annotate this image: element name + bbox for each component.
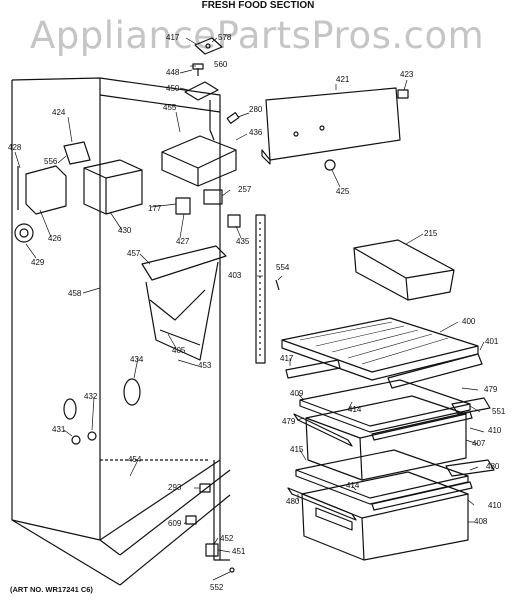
art-number: (ART NO. WR17241 C6) — [10, 585, 93, 594]
shelf-ladder — [255, 214, 280, 364]
callout-554: 554 — [276, 263, 290, 272]
callout-480-right: 480 — [486, 462, 500, 471]
callout-430: 430 — [118, 226, 132, 235]
callout-431: 431 — [52, 425, 66, 434]
callout-609: 609 — [168, 519, 182, 528]
storage-pan — [353, 239, 455, 301]
callout-410-upper: 410 — [488, 426, 502, 435]
callout-428: 428 — [8, 143, 22, 152]
dairy-compartment — [141, 245, 227, 361]
callout-293: 293 — [168, 483, 182, 492]
callout-427: 427 — [176, 237, 190, 246]
callout-556: 556 — [44, 157, 58, 166]
upper-crisper-drawer — [305, 395, 467, 481]
cabinet-liner — [11, 77, 231, 586]
callout-426: 426 — [48, 234, 62, 243]
callout-479-left: 479 — [282, 417, 296, 426]
watermark: AppliancePartsPros.com — [30, 14, 485, 57]
callout-405: 405 — [172, 346, 186, 355]
callout-424: 424 — [52, 108, 66, 117]
callout-479-right: 479 — [484, 385, 498, 394]
callout-457: 457 — [127, 249, 141, 258]
lower-crisper-cover — [287, 449, 495, 521]
callout-414-upper: 414 — [348, 405, 362, 414]
crisper-cover — [293, 379, 491, 447]
callout-415: 415 — [290, 445, 304, 454]
callout-410-lower: 410 — [488, 501, 502, 510]
callout-453: 453 — [198, 361, 212, 370]
callout-578: 578 — [218, 33, 232, 42]
damper-control — [83, 159, 241, 228]
callout-436: 436 — [249, 128, 263, 137]
callout-551: 551 — [492, 407, 506, 416]
light-socket — [14, 141, 91, 243]
top-hinge-assembly — [184, 37, 223, 101]
callout-403: 403 — [228, 271, 242, 280]
callout-435: 435 — [236, 237, 250, 246]
small-hardware — [63, 378, 235, 573]
callout-432: 432 — [84, 392, 98, 401]
control-panel — [261, 87, 409, 171]
callout-429: 429 — [31, 258, 45, 267]
callout-454: 454 — [128, 455, 142, 464]
callout-407: 407 — [472, 439, 486, 448]
wire-shelf — [281, 317, 483, 389]
callout-280: 280 — [249, 105, 263, 114]
callout-448: 448 — [166, 68, 180, 77]
leader-lines — [14, 37, 485, 581]
callout-450: 450 — [166, 84, 180, 93]
callout-408: 408 — [474, 517, 488, 526]
callout-455: 455 — [163, 103, 177, 112]
callout-400: 400 — [462, 317, 476, 326]
callout-434: 434 — [130, 355, 144, 364]
control-housing — [161, 112, 240, 187]
callout-421: 421 — [336, 75, 350, 84]
callout-417-shelf: 417 — [280, 354, 294, 363]
callout-215: 215 — [424, 229, 438, 238]
callout-417-top: 417 — [166, 33, 180, 42]
callout-177: 177 — [148, 204, 162, 213]
callout-480-left: 480 — [286, 497, 300, 506]
callout-452: 452 — [220, 534, 234, 543]
callout-401: 401 — [485, 337, 499, 346]
callout-414-lower: 414 — [346, 481, 360, 490]
callout-552: 552 — [210, 583, 224, 592]
callout-560: 560 — [214, 60, 228, 69]
callout-423: 423 — [400, 70, 414, 79]
callout-257: 257 — [238, 185, 252, 194]
callout-409: 409 — [290, 389, 304, 398]
callout-458: 458 — [68, 289, 82, 298]
callout-425: 425 — [336, 187, 350, 196]
callout-451: 451 — [232, 547, 246, 556]
diagram-title: FRESH FOOD SECTION — [201, 0, 315, 11]
lower-crisper-drawer — [301, 471, 469, 561]
